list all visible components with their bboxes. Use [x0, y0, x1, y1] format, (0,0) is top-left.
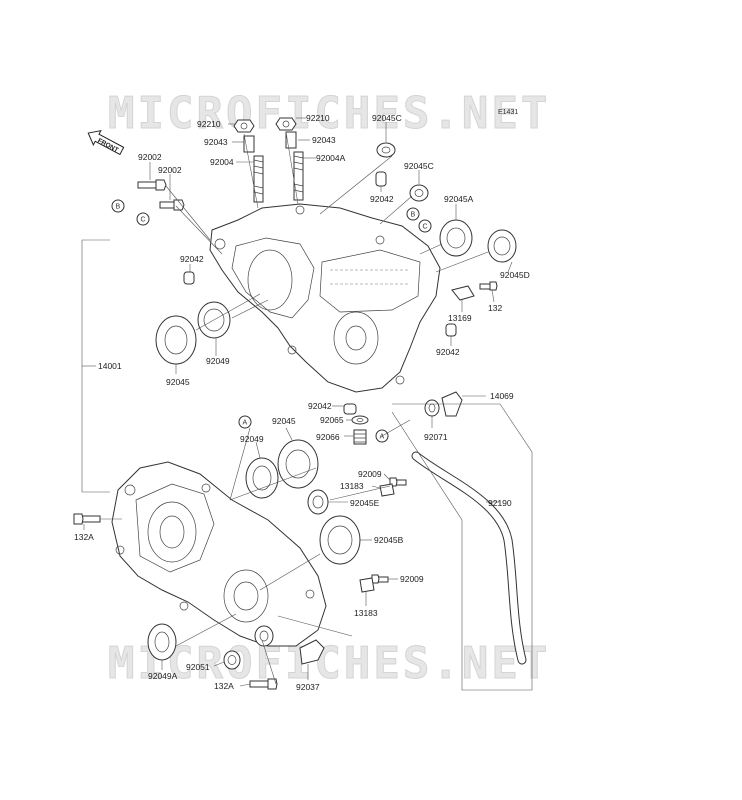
collar-92043-right[interactable] [285, 131, 297, 149]
ref-letter: B [116, 204, 121, 211]
seal-92049A[interactable] [147, 623, 177, 661]
dowel-92042-right[interactable] [445, 323, 457, 337]
label-92045C: 92045C [404, 161, 434, 171]
bracket-13183-top[interactable] [379, 483, 395, 497]
bolt-92009-bot[interactable] [371, 574, 389, 584]
label-92049-mid: 92049 [240, 434, 264, 444]
label-92049A: 92049A [148, 671, 178, 681]
hose-bracket-outline [391, 403, 533, 691]
watermark-bottom: MICROFICHES.NET [108, 638, 550, 689]
label-92210-left: 92210 [197, 119, 221, 129]
explode-lines [100, 131, 489, 685]
label-92037: 92037 [296, 682, 320, 692]
label-132: 132 [488, 303, 502, 313]
label-13183-top: 13183 [340, 481, 364, 491]
stud-92004[interactable] [253, 155, 264, 203]
collar-92043-left[interactable] [243, 135, 255, 153]
bearing-92045-mid[interactable] [277, 439, 319, 489]
seal-92045C[interactable] [409, 184, 429, 202]
label-92042-top: 92042 [370, 194, 394, 204]
stud-92004A[interactable] [293, 151, 304, 201]
bolt-132A-top[interactable] [73, 513, 101, 525]
ref-letter: C [423, 224, 428, 231]
bolt-92002-right[interactable] [159, 199, 185, 211]
label-92045E: 92045E [350, 498, 380, 508]
label-92009-top: 92009 [358, 469, 382, 479]
seal-small-lower[interactable] [254, 625, 274, 647]
watermark-top: MICROFICHES.NET [108, 88, 550, 139]
label-132A-top: 132A [74, 532, 94, 542]
label-92045-left: 92045 [166, 377, 190, 387]
ref-letter: C [141, 217, 146, 224]
label-92045C-top: 92045C [372, 113, 402, 123]
bolt-132[interactable] [479, 281, 498, 291]
label-92042-left: 92042 [180, 254, 204, 264]
ref-circle-A2: A [238, 415, 252, 429]
bolt-132A-bot[interactable] [249, 678, 278, 690]
bracket-13183-bot[interactable] [359, 577, 375, 593]
leader-lines [83, 117, 513, 687]
label-92045-mid: 92045 [272, 416, 296, 426]
label-92004: 92004 [210, 157, 234, 167]
label-92210-right: 92210 [306, 113, 330, 123]
bracket-13169[interactable] [451, 285, 475, 301]
label-92042-right: 92042 [436, 347, 460, 357]
label-92043-right: 92043 [312, 135, 336, 145]
label-92049-left: 92049 [206, 356, 230, 366]
collar-92051[interactable] [223, 650, 241, 670]
bearing-92045B[interactable] [319, 515, 361, 565]
bearing-92045-left[interactable] [155, 315, 197, 365]
grommet-92071[interactable] [424, 399, 440, 417]
nut-92210-left[interactable] [233, 119, 255, 133]
dowel-92042-left[interactable] [183, 271, 195, 285]
label-92009-bot: 92009 [400, 574, 424, 584]
label-14069: 14069 [490, 391, 514, 401]
upper-crankcase[interactable] [209, 203, 441, 393]
label-92065: 92065 [320, 415, 344, 425]
label-92051: 92051 [186, 662, 210, 672]
label-92002-left: 92002 [138, 152, 162, 162]
label-13169: 13169 [448, 313, 472, 323]
seal-92045E[interactable] [307, 489, 329, 515]
label-92002-right: 92002 [158, 165, 182, 175]
dowel-92042-mid[interactable] [343, 403, 357, 415]
front-arrow-icon: FRONT [87, 130, 125, 156]
label-13183-bot: 13183 [354, 608, 378, 618]
label-92190: 92190 [488, 498, 512, 508]
label-92045A: 92045A [444, 194, 474, 204]
ref-circle-B2: B [406, 207, 420, 221]
label-92066: 92066 [316, 432, 340, 442]
hose-92190[interactable] [411, 451, 527, 665]
ref-letter: B [411, 212, 416, 219]
seal-92045C-top[interactable] [376, 142, 396, 158]
label-14001: 14001 [98, 361, 122, 371]
ref-circle-C2: C [418, 219, 432, 233]
seal-92049-mid[interactable] [245, 457, 279, 499]
label-132A-bot: 132A [214, 681, 234, 691]
label-92042-mid: 92042 [308, 401, 332, 411]
label-92043-left: 92043 [204, 137, 228, 147]
label-92045D: 92045D [500, 270, 530, 280]
label-92045B: 92045B [374, 535, 404, 545]
diagram-code: E1431 [498, 109, 518, 116]
plug-92066[interactable] [353, 429, 367, 445]
lower-crankcase[interactable] [111, 461, 327, 647]
ref-circle-C1: C [136, 212, 150, 226]
label-92004A: 92004A [316, 153, 346, 163]
washer-92065[interactable] [351, 415, 369, 425]
guide-92037[interactable] [299, 639, 325, 665]
ref-circle-B1: B [111, 199, 125, 213]
seal-92045D[interactable] [487, 229, 517, 263]
nut-92210-right[interactable] [275, 117, 297, 131]
bolt-92002-left[interactable] [137, 179, 167, 191]
ref-letter: A [243, 420, 248, 427]
bearing-92045A[interactable] [439, 219, 473, 257]
dowel-92042-top[interactable] [375, 171, 387, 187]
label-92071: 92071 [424, 432, 448, 442]
ref-letter: A [380, 434, 385, 441]
